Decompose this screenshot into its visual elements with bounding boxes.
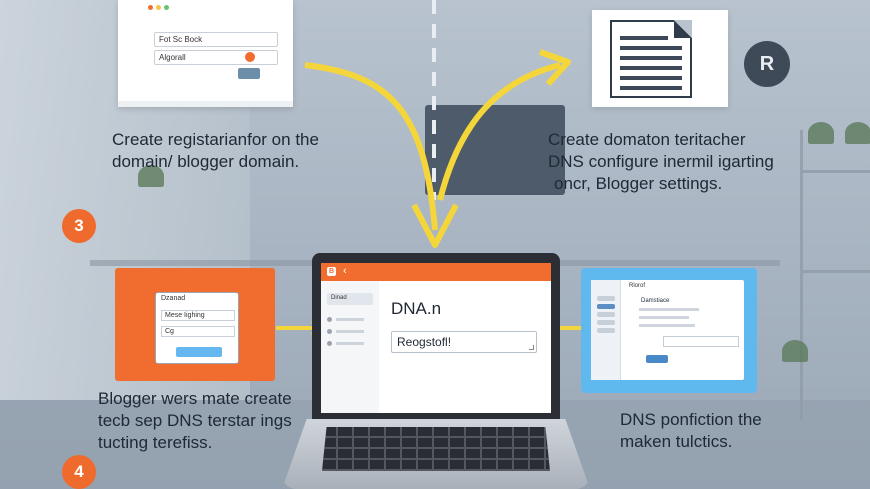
- panel-row: [639, 308, 699, 311]
- caption-line: domain/ blogger domain.: [112, 152, 300, 171]
- panel-title: Rlorof: [629, 283, 646, 289]
- sidebar-item[interactable]: [597, 296, 615, 301]
- dns-panel-card: Rlorof Damstiace: [581, 268, 757, 393]
- panel-subtitle: Damstiace: [641, 298, 670, 304]
- panel-input[interactable]: [663, 336, 739, 347]
- step-4-badge: 4: [62, 455, 96, 489]
- form-field-2[interactable]: Cg: [161, 326, 235, 337]
- document-icon: [610, 20, 692, 98]
- caption-line: tucting terefiss.: [98, 433, 213, 452]
- laptop-keyboard-base: [282, 419, 590, 489]
- blogger-settings-card: Dzanad Mese Iighing Cg: [115, 268, 275, 381]
- window-dots: [148, 5, 169, 10]
- round-logo-icon: R: [744, 41, 790, 87]
- sidebar-item[interactable]: [597, 328, 615, 333]
- step-3-badge: 3: [62, 209, 96, 243]
- caption-bottom-left: Blogger wers mate create tecb sep DNS te…: [98, 388, 292, 454]
- caption-line: oncr, Blogger settings.: [554, 174, 723, 193]
- blogger-logo-icon: B: [327, 267, 336, 276]
- caption-bottom-right: DNS ponfiction the maken tulctics.: [620, 409, 762, 453]
- arrow-from-registration: [304, 62, 438, 231]
- caption-line: maken tulctics.: [620, 432, 733, 451]
- dns-heading: DNA.n: [391, 299, 442, 318]
- arrow-down-head: [411, 203, 459, 248]
- panel-row: [639, 316, 689, 319]
- laptop-screen: B ‹ Dinad DNA.n Reogstofl!: [321, 263, 551, 413]
- dns-panel-screen: Rlorof Damstiace: [591, 280, 744, 380]
- sidebar-item[interactable]: [597, 312, 615, 317]
- registration-form-card: Fot Sc Bock Algorall: [118, 0, 293, 107]
- dashed-divider: [432, 0, 436, 200]
- background-plant: [845, 122, 870, 144]
- sidebar-item[interactable]: [597, 320, 615, 325]
- background-plant: [808, 122, 834, 144]
- caption-top-left: Create registarianfor on the domain/ blo…: [112, 129, 319, 173]
- caption-line: Blogger wers mate create: [98, 389, 292, 408]
- caption-line: DNS ponfiction the: [620, 410, 762, 429]
- blogger-top-bar: B ‹: [321, 263, 551, 281]
- sidebar-item[interactable]: [327, 329, 365, 334]
- dns-panel-sidebar: [591, 280, 621, 380]
- arrow-up-head: [538, 49, 571, 87]
- background-plant: [782, 340, 808, 362]
- arrow-to-dns: [437, 62, 561, 201]
- panel-save-button[interactable]: [646, 355, 668, 363]
- form-submit-button[interactable]: [238, 68, 260, 79]
- panel-row: [639, 324, 695, 327]
- form-field-1[interactable]: Fot Sc Bock: [154, 32, 278, 47]
- sidebar-item-selected[interactable]: Dinad: [327, 293, 373, 305]
- sidebar-item-active[interactable]: [597, 304, 615, 309]
- keyboard: [322, 427, 550, 471]
- caption-line: Create registarianfor on the: [112, 130, 319, 149]
- caption-top-right: Create domaton teritacher DNS configure …: [548, 129, 774, 195]
- dns-document-card: [592, 10, 728, 107]
- laptop: B ‹ Dinad DNA.n Reogstofl!: [312, 253, 560, 421]
- form-field-1[interactable]: Mese Iighing: [161, 310, 235, 321]
- caption-line: tecb sep DNS terstar ings: [98, 411, 292, 430]
- caption-line: DNS configure inermil igarting: [548, 152, 774, 171]
- sidebar-item[interactable]: [327, 341, 365, 346]
- blogger-sidebar: Dinad: [321, 281, 379, 413]
- background-shelf: [800, 130, 870, 420]
- caption-line: Create domaton teritacher: [548, 130, 746, 149]
- form-title: Dzanad: [161, 295, 186, 302]
- dns-record-input[interactable]: Reogstofl!: [391, 331, 537, 353]
- back-arrow-icon[interactable]: ‹: [343, 265, 347, 277]
- background-plant: [138, 165, 164, 187]
- blogger-form: Dzanad Mese Iighing Cg: [155, 292, 239, 364]
- sidebar-item[interactable]: [327, 317, 365, 322]
- field-action-icon[interactable]: [245, 52, 255, 62]
- form-save-button[interactable]: [176, 347, 222, 357]
